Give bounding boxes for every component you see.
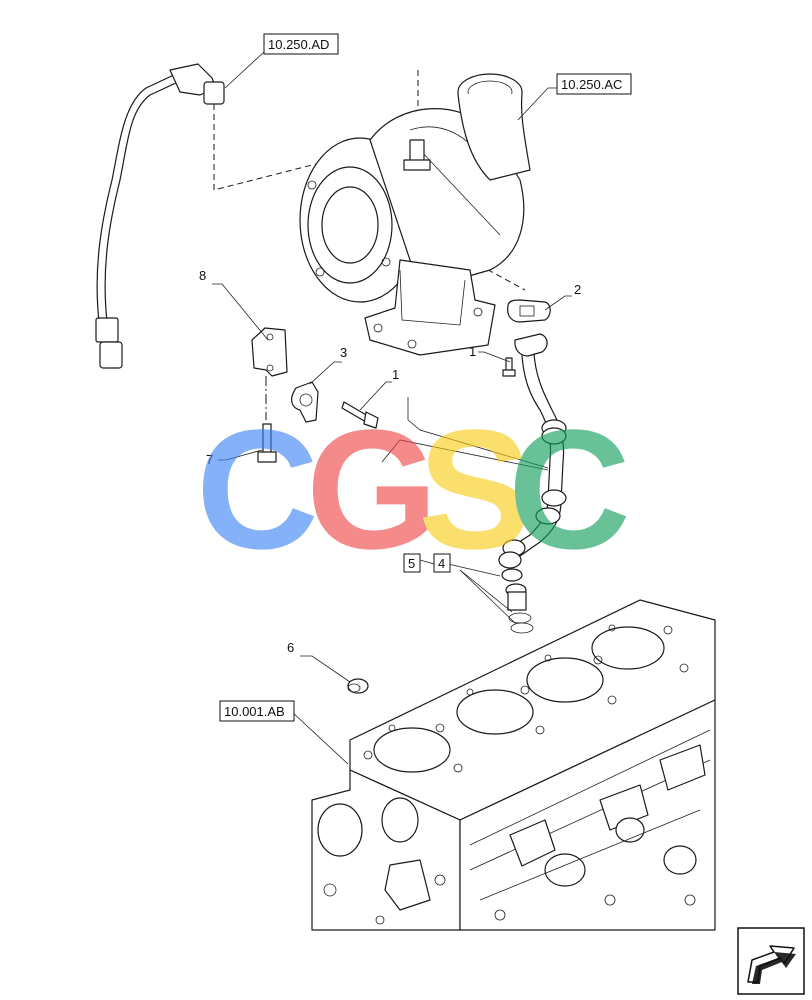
callout-5-box: [403, 553, 421, 573]
bolt-part-1-lower: [341, 401, 379, 429]
bolt-part-1-upper: [502, 357, 516, 377]
clamp-part-3: [291, 381, 319, 423]
reference-10-001-ab-label: 10.001.AB: [224, 704, 285, 719]
next-page-arrow-icon[interactable]: [737, 927, 805, 995]
callout-8: 8: [199, 268, 206, 283]
engine-block: [311, 599, 716, 931]
gasket-part-2: [507, 299, 551, 323]
watermark-letter-2: G: [306, 395, 438, 585]
turbocharger: [299, 73, 531, 356]
leader-lines: [212, 51, 572, 765]
callout-5: 5: [408, 556, 415, 571]
watermark-letter-3: S: [418, 395, 531, 585]
callout-6: 6: [287, 640, 294, 655]
watermark-letter-4: C: [508, 395, 631, 585]
callout-3: 3: [340, 345, 347, 360]
callout-4-box: [433, 553, 451, 573]
reference-10-250-ac-label: 10.250.AC: [561, 77, 622, 92]
oil-drain-tube: [498, 333, 567, 634]
callout-4: 4: [438, 556, 445, 571]
reference-10-250-ad-label: 10.250.AD: [268, 37, 329, 52]
bracket-part-8: [251, 327, 288, 377]
reference-10-250-ac[interactable]: 10.250.AC: [556, 73, 632, 95]
watermark-letter-1: C: [196, 395, 319, 585]
plug-part-6: [347, 678, 369, 694]
assembly-line-feed: [213, 104, 419, 191]
callout-1-upper: 1: [469, 344, 476, 359]
callout-1-lower: 1: [392, 367, 399, 382]
bolt-part-7: [257, 423, 277, 463]
callout-2: 2: [574, 282, 581, 297]
oil-feed-line: [95, 63, 225, 369]
callout-7: 7: [206, 452, 213, 467]
watermark-logo: C G S C: [196, 395, 631, 585]
reference-10-250-ad[interactable]: 10.250.AD: [263, 33, 339, 55]
reference-10-001-ab[interactable]: 10.001.AB: [219, 700, 295, 722]
